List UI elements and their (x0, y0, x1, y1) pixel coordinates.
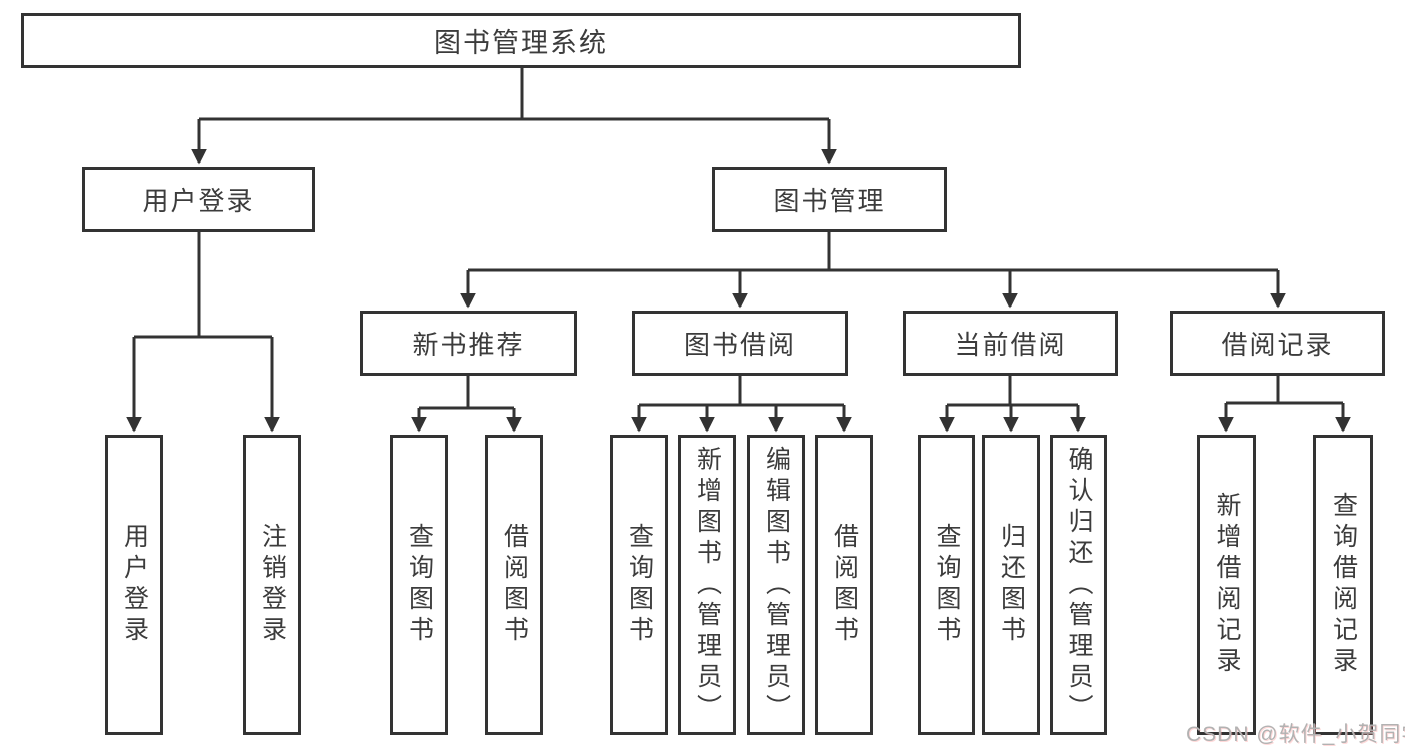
node-borrow-records: 借阅记录 (1170, 311, 1385, 376)
connector-records-split (1226, 376, 1343, 405)
leaf-records-add-record: 新增借阅记录 (1197, 435, 1256, 735)
connector-rec-split (419, 376, 514, 410)
leaf-current-confirm-return-admin: 确认归还（管理员） (1050, 435, 1107, 735)
leaf-borrow-edit-books-admin: 编辑图书（管理员） (747, 435, 805, 735)
leaf-user-login: 用户登录 (105, 435, 163, 735)
leaf-rec-borrow-books: 借阅图书 (485, 435, 543, 735)
node-system-title: 图书管理系统 (21, 13, 1021, 68)
leaf-records-query-record: 查询借阅记录 (1313, 435, 1373, 735)
leaf-borrow-query-books: 查询图书 (610, 435, 668, 735)
leaf-current-return-books: 归还图书 (982, 435, 1040, 735)
leaf-borrow-borrow-books: 借阅图书 (815, 435, 873, 735)
leaf-borrow-add-books-admin: 新增图书（管理员） (678, 435, 736, 735)
connector-login-split (134, 232, 272, 339)
connector-mgmt-split (468, 232, 1278, 272)
leaf-rec-query-books: 查询图书 (390, 435, 448, 735)
connector-borrow-split (639, 376, 844, 407)
connector-root-split (199, 68, 829, 121)
node-new-book-recommend: 新书推荐 (360, 311, 577, 376)
node-user-login-group: 用户登录 (82, 167, 315, 232)
node-book-borrowing: 图书借阅 (632, 311, 848, 376)
leaf-current-query-books: 查询图书 (918, 435, 975, 735)
csdn-watermark: CSDN @软件_小贺同学 (1186, 723, 1405, 746)
node-book-management: 图书管理 (712, 167, 947, 232)
node-current-borrowing: 当前借阅 (903, 311, 1118, 376)
connector-current-split (947, 376, 1078, 407)
leaf-logout: 注销登录 (243, 435, 301, 735)
